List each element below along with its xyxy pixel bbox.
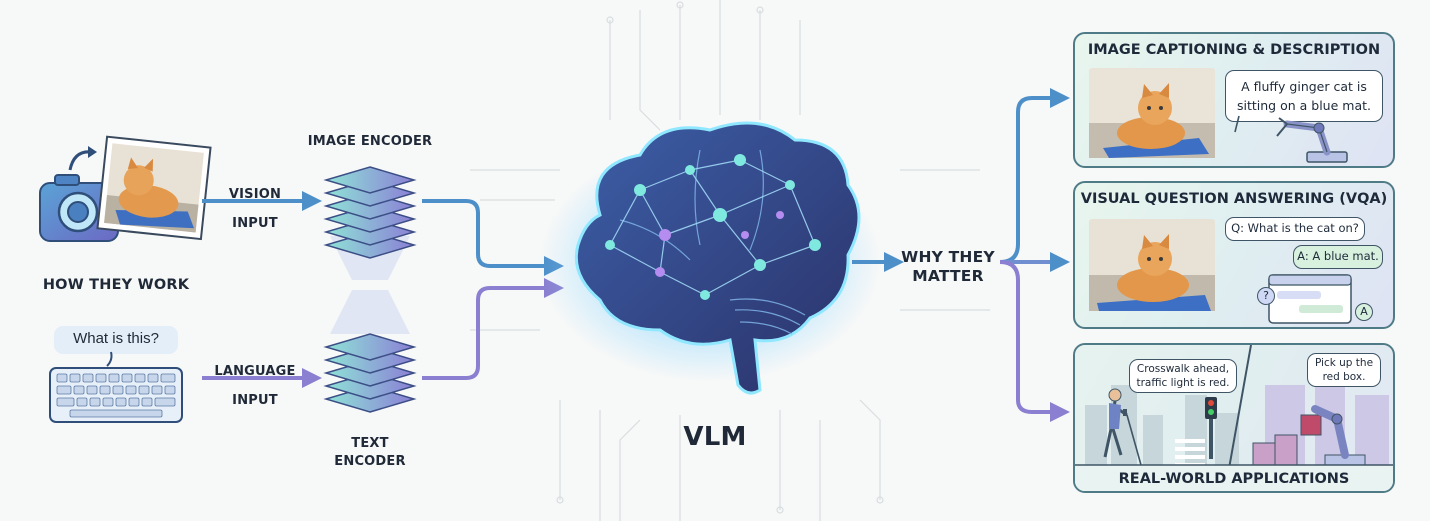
- language-input-label: LANGUAGE INPUT: [198, 357, 312, 415]
- language-input-sub: INPUT: [232, 393, 278, 408]
- keyboard-icon: [49, 367, 183, 423]
- robot-text: Pick up the red box.: [1314, 357, 1374, 383]
- panel-applications-title: REAL-WORLD APPLICATIONS: [1118, 471, 1350, 487]
- image-encoder-label: IMAGE ENCODER: [307, 134, 433, 149]
- panel-vqa-title: VISUAL QUESTION ANSWERING (VQA): [1080, 191, 1388, 207]
- cat-photo-icon: [96, 135, 212, 241]
- caption-text: A fluffy ginger cat is sitting on a blue…: [1237, 79, 1371, 113]
- vision-label: VISION: [228, 187, 282, 202]
- language-label: LANGUAGE: [214, 364, 296, 379]
- answer-text: A: A blue mat.: [1297, 249, 1379, 263]
- why-they-matter-label: WHY THEY MATTER: [898, 248, 998, 286]
- what-is-this-text: What is this?: [73, 330, 159, 347]
- circuit-background: [470, 0, 990, 521]
- input-arrows: [202, 191, 322, 388]
- robot-arm-icon: [1234, 115, 1348, 163]
- vision-input-label: VISION INPUT: [200, 180, 310, 238]
- encoder-label: ENCODER: [334, 454, 406, 469]
- q-badge-text: ?: [1263, 289, 1269, 302]
- q-badge: ?: [1257, 287, 1275, 305]
- vlm-label: VLM: [683, 422, 747, 452]
- robot-bubble: Pick up the red box.: [1307, 353, 1381, 387]
- panel-captioning-title: IMAGE CAPTIONING & DESCRIPTION: [1087, 42, 1381, 58]
- brain-icon: [540, 121, 880, 395]
- a-badge-text: A: [1360, 305, 1368, 318]
- matter-label: MATTER: [912, 267, 984, 285]
- crosswalk-text: Crosswalk ahead, traffic light is red.: [1136, 363, 1230, 389]
- encoder-to-vlm-arrows: [422, 199, 564, 380]
- bubble-tail: [106, 351, 113, 367]
- how-they-work-label: HOW THEY WORK: [42, 277, 190, 293]
- crosswalk-bubble: Crosswalk ahead, traffic light is red.: [1129, 359, 1237, 393]
- vision-input-sub: INPUT: [232, 216, 278, 231]
- panel-image-captioning: IMAGE CAPTIONING & DESCRIPTION A fluffy …: [1073, 32, 1395, 168]
- panel-vqa: VISUAL QUESTION ANSWERING (VQA) Q: What …: [1073, 181, 1395, 329]
- cat-on-mat-image: [1089, 68, 1215, 158]
- chat-window-icon: [1268, 274, 1352, 324]
- caption-bubble: A fluffy ginger cat is sitting on a blue…: [1225, 70, 1383, 122]
- cat-vqa-image: [1089, 219, 1215, 311]
- question-bubble: Q: What is the cat on?: [1225, 217, 1365, 241]
- branch-arrows: [999, 88, 1070, 422]
- text-encoder-stack: [323, 290, 417, 413]
- a-badge: A: [1355, 303, 1373, 321]
- text-label: TEXT: [351, 436, 389, 451]
- image-encoder-stack: [323, 166, 417, 280]
- panel-real-world-applications: Crosswalk ahead, traffic light is red. P…: [1073, 343, 1395, 493]
- question-text: Q: What is the cat on?: [1231, 221, 1359, 235]
- why-they-label: WHY THEY: [901, 248, 995, 266]
- text-encoder-label: TEXT ENCODER: [320, 435, 420, 471]
- what-is-this-bubble: What is this?: [54, 326, 178, 354]
- answer-bubble: A: A blue mat.: [1293, 245, 1383, 269]
